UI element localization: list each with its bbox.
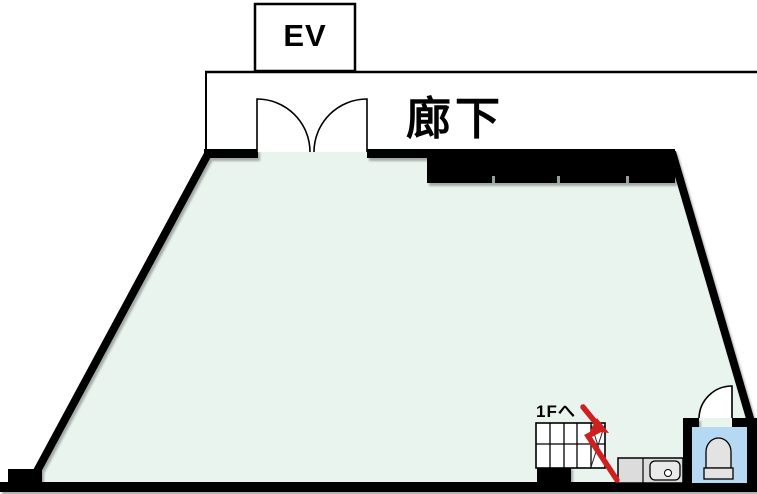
bottom-left-wall-block: [8, 469, 42, 483]
toilet-base: [703, 467, 734, 480]
wall-tick: [492, 176, 495, 183]
toilet-top-wall-right: [732, 418, 757, 427]
top-wall-left-segment: [204, 149, 258, 158]
left-wall: [25, 150, 213, 488]
arrow-zigzag-line: [580, 404, 620, 483]
elevator-box: [253, 2, 357, 73]
stairs-label: 1Fへ: [536, 402, 576, 421]
arrow-head: [590, 418, 609, 433]
corridor-label: 廊下: [406, 93, 505, 144]
wall-tick: [626, 176, 629, 183]
door-left-leaf: [256, 98, 311, 153]
toilet-left-wall: [683, 418, 692, 484]
wall-tick-marks: [492, 176, 629, 183]
bottom-wall: [0, 482, 757, 492]
top-wall-mid-segment: [367, 149, 427, 158]
toilet-fixture-icon: [703, 437, 734, 480]
toilet-right-wall: [747, 418, 757, 484]
entrance-double-door-icon: [256, 98, 368, 153]
toilet-door-icon: [698, 385, 733, 419]
stair-base-block: [537, 466, 571, 482]
room-floor: [28, 152, 757, 490]
toilet-top-wall-left: [683, 418, 699, 427]
elevator-label: EV: [283, 18, 327, 53]
top-wall-thick-segment: [427, 149, 675, 183]
stairs-direction-arrow-icon: [580, 404, 620, 483]
door-right-leaf: [313, 98, 368, 153]
sink-counter: [617, 457, 684, 484]
wall-tick: [557, 176, 560, 183]
sink-drain-icon: [664, 469, 672, 477]
toilet-bowl: [705, 437, 732, 469]
walls-group: [0, 149, 757, 492]
